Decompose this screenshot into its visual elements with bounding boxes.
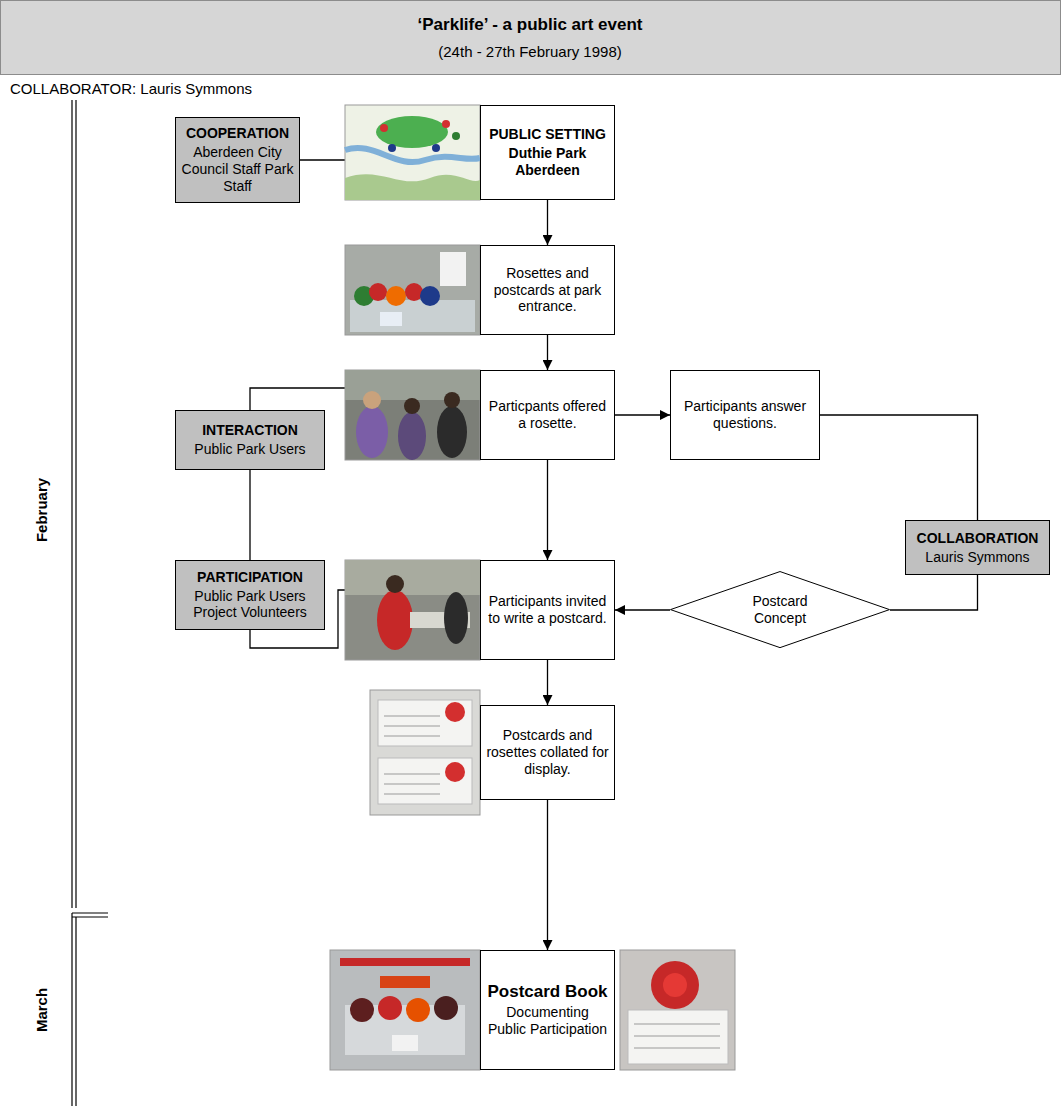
book-cover-photo: [330, 950, 480, 1070]
writing-photo: [345, 560, 480, 660]
node-text: Public Park Users: [194, 441, 305, 458]
node-text: Duthie Park Aberdeen: [486, 145, 609, 179]
node-text: Public Park Users Project Volunteers: [181, 588, 319, 622]
diagram-title: ‘Parklife’ - a public art event: [418, 15, 643, 35]
connector-arrow: [547, 800, 548, 950]
node-heading: INTERACTION: [202, 422, 298, 439]
process-box: Postcards and rosettes collated for disp…: [480, 705, 615, 800]
connector-line: [249, 470, 250, 560]
node-heading: COOPERATION: [186, 125, 289, 142]
role-box: COOPERATION Aberdeen City Council Staff P…: [175, 117, 300, 202]
role-box: INTERACTION Public Park Users: [175, 410, 325, 470]
title-band: [0, 0, 1061, 75]
connector-line: [820, 415, 978, 520]
date-range: (24th - 27th February 1998): [438, 43, 621, 61]
node-text: Participants invited to write a postcard…: [486, 593, 609, 627]
node-text: Particpants offered a rosette.: [486, 398, 609, 432]
node-text: Postcard Concept: [740, 593, 820, 627]
rosette-card-photo: [620, 950, 735, 1070]
decision-diamond: Postcard Concept: [670, 571, 890, 648]
rosettes-photo: [345, 245, 480, 335]
node-text: Documenting Public Participation: [486, 1004, 609, 1038]
month-label: March: [33, 988, 51, 1032]
connector-line: [890, 575, 978, 610]
connector-arrow: [547, 335, 548, 370]
output-box: Postcard BookDocumenting Public Particip…: [480, 950, 615, 1070]
node-text: Aberdeen City Council Staff Park Staff: [181, 144, 294, 194]
node-heading: PUBLIC SETTING: [489, 126, 606, 143]
node-text: Postcards and rosettes collated for disp…: [486, 727, 609, 777]
connector-arrow: [615, 609, 670, 610]
node-text: Participants answer questions.: [676, 398, 814, 432]
process-box: Participants answer questions.: [670, 370, 820, 460]
visitors-photo: [345, 370, 480, 460]
connector-arrow: [615, 414, 670, 415]
month-rule: [72, 100, 108, 1106]
role-box: COLLABORATION Lauris Symmons: [905, 520, 1050, 575]
connector-arrow: [547, 460, 548, 560]
map-photo: [345, 105, 480, 200]
role-box: PARTICIPATION Public Park Users Project V…: [175, 560, 325, 630]
node-heading: Postcard Book: [488, 982, 608, 1002]
node-heading: PARTICIPATION: [197, 569, 303, 586]
node-heading: COLLABORATION: [917, 530, 1039, 547]
postcards-photo: [370, 690, 480, 815]
process-box: Particpants offered a rosette.: [480, 370, 615, 460]
month-label: February: [33, 478, 51, 542]
node-text: Rosettes and postcards at park entrance.: [486, 265, 609, 315]
connector-arrow: [547, 200, 548, 245]
diamond-shape: [671, 572, 890, 648]
connector-arrow: [547, 660, 548, 705]
setting-box: PUBLIC SETTING Duthie Park Aberdeen: [480, 105, 615, 200]
process-box: Rosettes and postcards at park entrance.: [480, 245, 615, 335]
collaborator-note: COLLABORATOR: Lauris Symmons: [10, 80, 252, 98]
node-text: Lauris Symmons: [925, 549, 1029, 566]
process-box: Participants invited to write a postcard…: [480, 560, 615, 660]
